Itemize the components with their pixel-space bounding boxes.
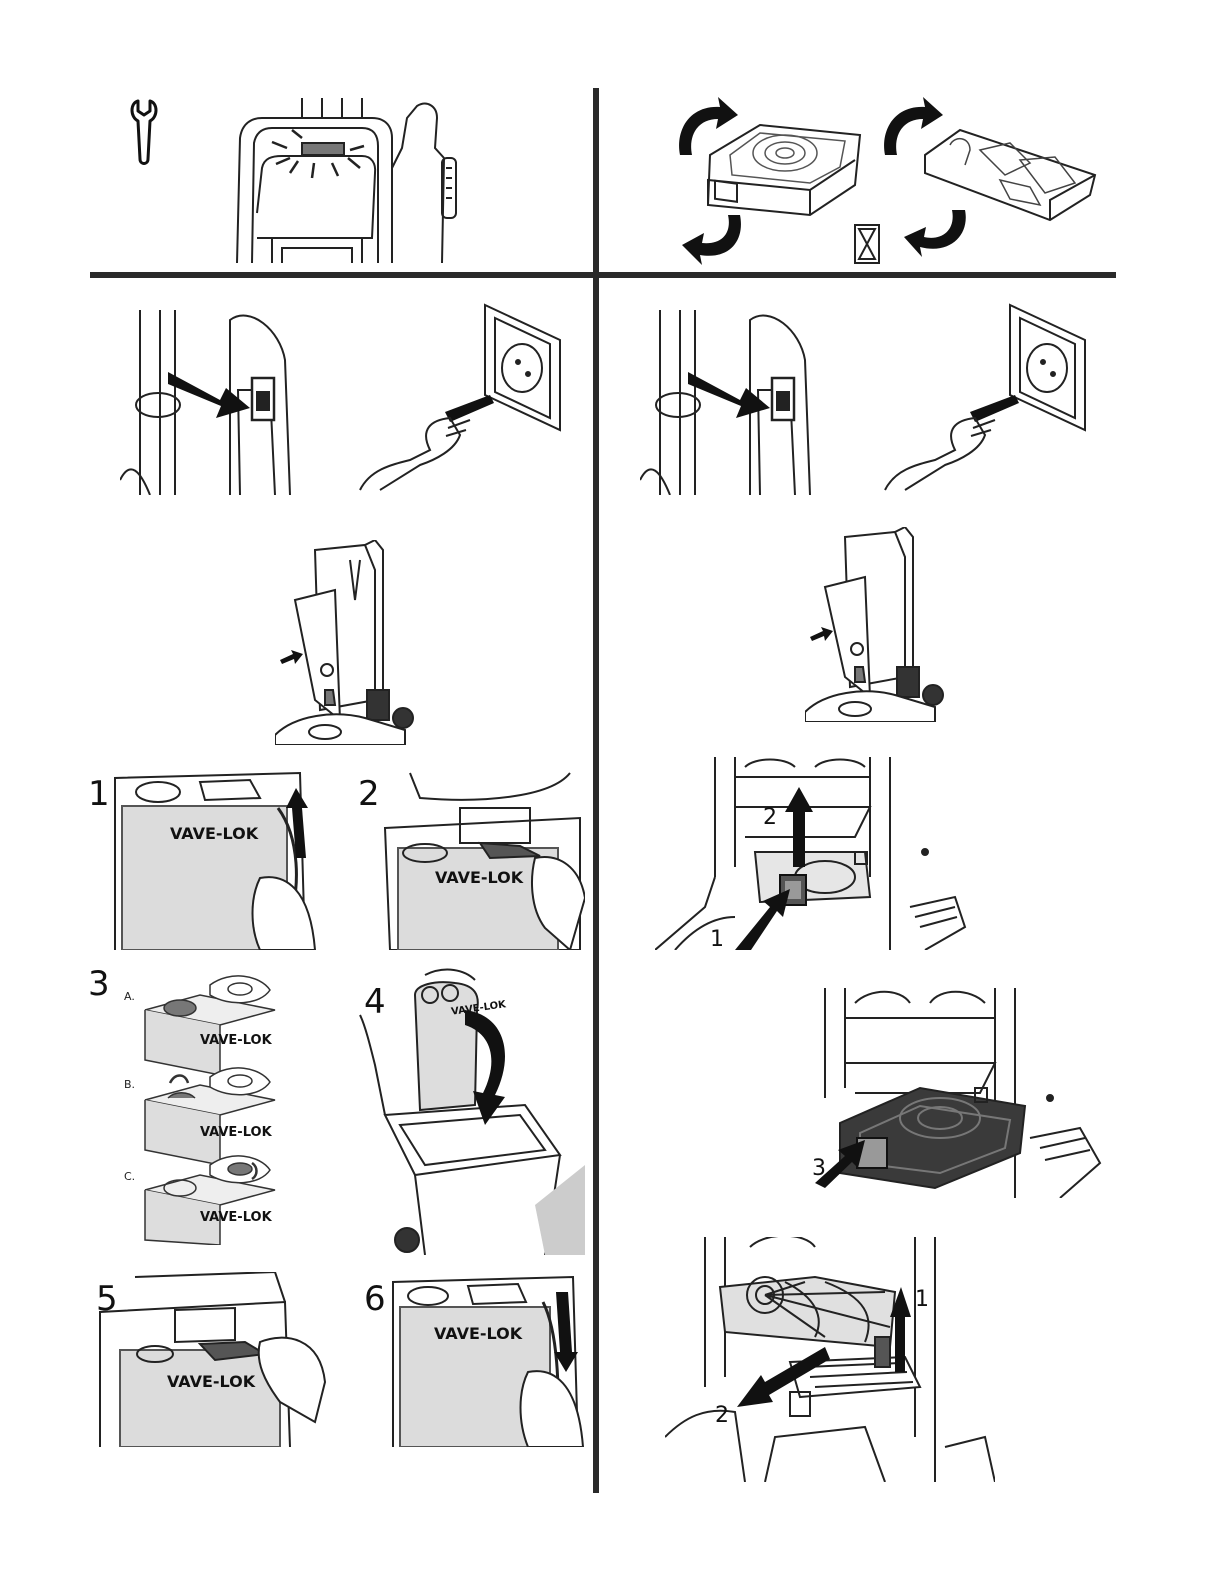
brand-label: VAVE-LOK bbox=[167, 1372, 255, 1391]
brand-label: VAVE-LOK bbox=[435, 868, 523, 887]
filter-remove-panel-illustration: 2 1 bbox=[655, 757, 980, 950]
bag-step-2-illustration: VAVE-LOK bbox=[380, 768, 585, 950]
step-number: 1 bbox=[88, 777, 110, 811]
bag-step-5-illustration: VAVE-LOK bbox=[95, 1272, 330, 1447]
open-cover-illustration-right bbox=[805, 527, 945, 722]
filter-callout: 1 bbox=[915, 1289, 929, 1311]
filter-replacement-illustration bbox=[660, 95, 1110, 265]
bag-step-1-illustration: VAVE-LOK bbox=[110, 768, 325, 950]
step-number: 3 bbox=[88, 967, 110, 1001]
bag-step-4-illustration: VAVE-LOK bbox=[355, 965, 585, 1255]
hourglass-icon bbox=[855, 225, 879, 263]
step-number: 2 bbox=[358, 777, 380, 811]
switch-off-illustration bbox=[120, 300, 305, 495]
brand-label: VAVE-LOK bbox=[200, 1033, 272, 1048]
vacuum-indicator-illustration bbox=[232, 98, 480, 263]
switch-off-illustration-right bbox=[640, 300, 825, 495]
vertical-divider bbox=[593, 88, 599, 1493]
unplug-illustration bbox=[350, 300, 565, 495]
brand-label: VAVE-LOK bbox=[200, 1125, 272, 1140]
filter-callout: 1 bbox=[710, 929, 724, 950]
brand-label: VAVE-LOK bbox=[200, 1210, 272, 1225]
substep-label: A. bbox=[124, 990, 135, 1003]
filter-slide-out-illustration: 3 bbox=[760, 988, 1110, 1198]
filter-lift-out-illustration: 1 2 bbox=[665, 1237, 995, 1482]
open-cover-illustration bbox=[275, 540, 415, 745]
substep-label: C. bbox=[124, 1170, 135, 1183]
step-number: 6 bbox=[364, 1282, 386, 1316]
filter-callout: 3 bbox=[812, 1158, 826, 1180]
brand-label: VAVE-LOK bbox=[170, 824, 258, 843]
wrench-icon bbox=[120, 95, 180, 175]
filter-callout: 2 bbox=[715, 1405, 729, 1427]
bag-step-6-illustration: VAVE-LOK bbox=[388, 1272, 586, 1447]
filter-callout: 2 bbox=[763, 807, 777, 829]
horizontal-divider bbox=[90, 272, 1116, 278]
unplug-illustration-right bbox=[875, 300, 1090, 495]
bag-step-3-illustration: VAVE-LOK VAVE-LOK VAVE-LOK bbox=[140, 965, 280, 1245]
substep-label: B. bbox=[124, 1078, 135, 1091]
brand-label: VAVE-LOK bbox=[434, 1324, 522, 1343]
